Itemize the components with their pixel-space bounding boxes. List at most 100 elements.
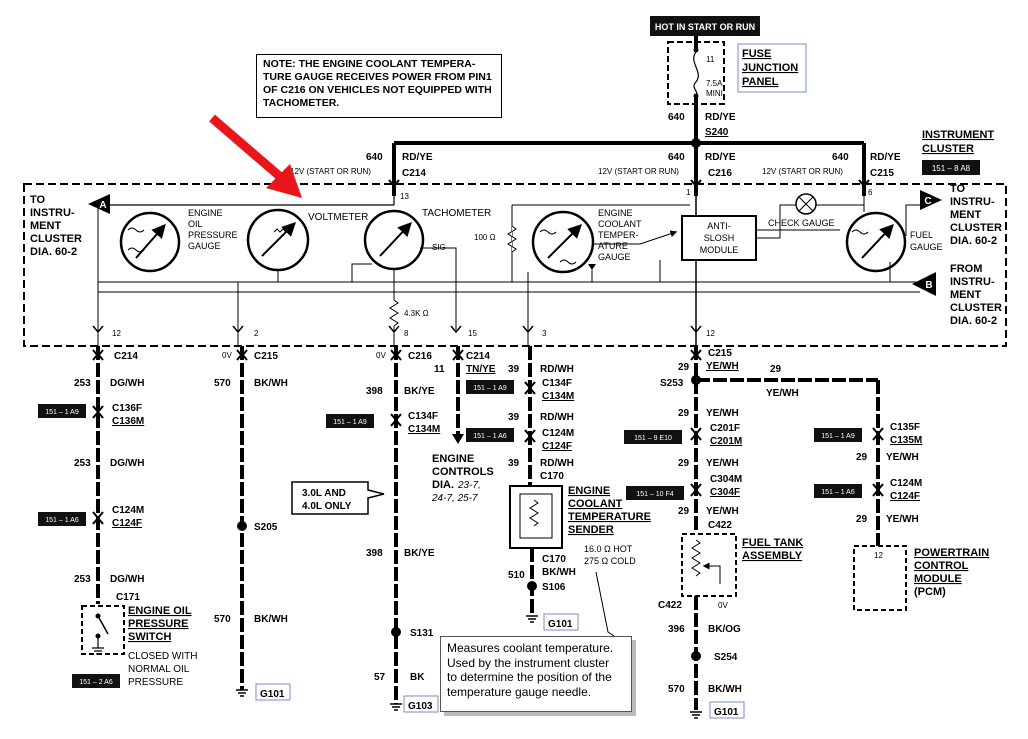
col6-g101: G101 [714,707,739,718]
tachometer-needle [379,221,412,257]
c134-col3-symbol [390,413,402,427]
pcm-box [853,545,907,611]
power-12v-c215: 12V (START OR RUN) [762,167,843,176]
col7-ref1-tag[interactable] [814,428,862,442]
to-cluster-left-1: TO [30,194,46,206]
pin-8-label: 8 [404,329,409,338]
fuse-terminal-top [693,47,699,53]
col5-ref1: 151 – 1 A9 [473,385,507,392]
to-cluster-left-4: CLUSTER [30,233,82,245]
col3-ref-tag[interactable] [326,414,374,428]
col7-c124f: C124F [890,491,920,502]
col3-c134f: C134F [408,411,438,422]
anti-slosh-label-1: ANTI- [707,221,731,231]
callout-line-3: to determine the position of the [447,670,612,684]
col2-bkwh-b: BK/WH [254,614,288,625]
coolant-sender-inner [519,493,553,539]
branch-w29: 29 [770,364,782,375]
fuel-gauge-coil [851,229,869,235]
col5-ref1-tag[interactable] [466,380,514,394]
oil-pressure-switch-box [81,605,125,655]
fuse-junction-label-3: PANEL [742,76,779,88]
coolant-gauge-label-4: ATURE [598,241,628,251]
col6-ref1-tag[interactable] [624,430,682,444]
resistor-100-icon [507,225,517,253]
connector-a-icon[interactable] [88,194,110,214]
coolant-gauge-return [591,260,661,282]
connector-symbol-c215-top [858,179,870,188]
callout-line-1: Measures coolant temperature. [447,641,614,655]
col1-ref3: 151 – 2 A6 [79,679,113,686]
col1-ref2-tag[interactable] [38,512,86,526]
pin-15-label: 15 [468,329,477,338]
col2-g101-link[interactable] [255,683,291,701]
from-cluster-2: INSTRU- [950,276,995,288]
oil-switch-label-2: PRESSURE [128,618,189,630]
fuse-rating: 7.5A [706,79,723,88]
rdye-c214: RD/YE [402,152,433,163]
col5-ref2-tag[interactable] [466,428,514,442]
col6-c201m: C201M [710,436,742,447]
note-box: NOTE: THE ENGINE COOLANT TEMPERA- TURE G… [256,54,502,118]
col6-g101-link[interactable] [709,701,745,719]
col3-ref: 151 – 1 A9 [333,419,367,426]
c124-col5-symbol [524,429,536,443]
from-cluster-5: DIA. 60-2 [950,315,997,327]
col1-dgwh-a: DG/WH [110,378,144,389]
pin-12-label: 12 [112,329,121,338]
highlight-arrow-head [266,164,302,198]
highlight-arrow-shaft [209,114,287,184]
check-gauge-label: CHECK GAUGE [768,218,835,228]
col3-w398-a: 398 [366,386,383,397]
wire-640-label: 640 [668,112,685,123]
c201-symbol [690,427,702,441]
ref-tag-151-8-a8[interactable] [922,160,980,175]
fuse-junction-link-box[interactable] [737,43,807,93]
col5-rdwh-a: RD/WH [540,364,574,375]
col6-c422-top: C422 [708,520,732,531]
connector-c-icon[interactable] [920,190,942,210]
oil-gauge-needle [135,223,166,259]
coolant-gauge-label-1: ENGINE [598,208,633,218]
col1-dgwh-b: DG/WH [110,458,144,469]
voltmeter-label: VOLTMETER [308,212,368,223]
col3-bkye-b: BK/YE [404,548,435,559]
col3-g103-link[interactable] [403,695,439,713]
col6-0v: 0V [718,601,728,610]
c124-col7-symbol [872,483,884,497]
col6-yewh-d: YE/WH [706,506,739,517]
col1-c124f: C124F [112,518,142,529]
col1-ref1-tag[interactable] [38,404,86,418]
rdye-c215: RD/YE [870,152,901,163]
col3-s131: S131 [410,628,434,639]
engine-controls-dia-2: 24-7, 25-7 [431,493,478,504]
col6-bkog: BK/OG [708,624,741,635]
col1-ref3-tag[interactable] [72,674,120,688]
col7-ref1: 151 – 1 A9 [821,433,855,440]
engine-controls-3: DIA. [432,479,454,491]
fuel-tank-label-2: ASSEMBLY [742,550,803,562]
col6-w570: 570 [668,684,685,695]
coolant-gauge-label-3: TEMPER- [598,230,639,240]
oil-gauge-label-4: GAUGE [188,241,221,251]
col5-g101-link[interactable] [543,613,579,631]
from-cluster-1: FROM [950,263,982,275]
col6-w29-d: 29 [678,506,690,517]
col7-ref2-tag[interactable] [814,484,862,498]
col6-yewh-a: YE/WH [706,361,739,372]
connector-b-icon[interactable] [912,272,936,296]
col6-w29-b: 29 [678,408,690,419]
sender-spec-cold: 275 Ω COLD [584,556,636,566]
voltmeter-resistor [273,228,287,233]
col6-c304f: C304F [710,487,740,498]
fuse-junction-label-1: FUSE [742,48,771,60]
voltmeter-needle [261,222,296,257]
col3-c216: C216 [408,351,432,362]
col6-ref2-tag[interactable] [626,486,684,500]
oil-switch-desc-1: CLOSED WITH [128,651,197,662]
col6-c201f: C201F [710,423,740,434]
note-text: NOTE: THE ENGINE COOLANT TEMPERA- TURE G… [263,58,492,109]
tach-ground-lead [351,263,372,282]
col1-c136f: C136F [112,403,142,414]
